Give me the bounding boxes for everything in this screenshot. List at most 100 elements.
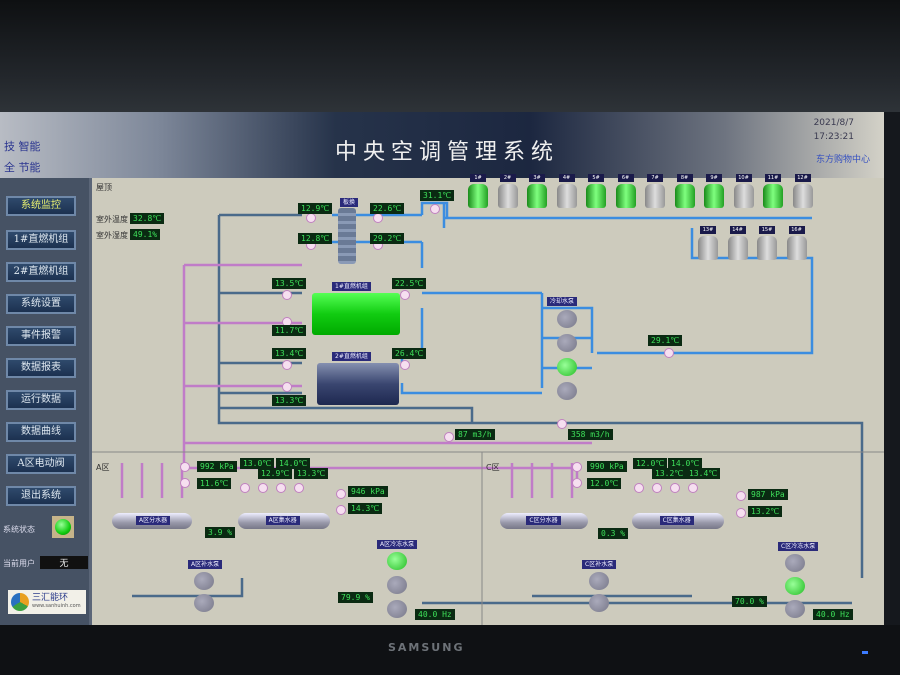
zone-c-chw-pump-2[interactable] (785, 577, 805, 595)
readout: 12.0℃ (633, 458, 668, 469)
sensor-icon (400, 290, 410, 300)
cooling-tower[interactable]: 1# (466, 174, 490, 208)
zone-a-chw-pump-1[interactable] (387, 552, 407, 570)
sensor-icon (282, 382, 292, 392)
sensor-icon (282, 360, 292, 370)
nav-chiller-2[interactable]: 2#直燃机组 (6, 262, 76, 282)
nav-chiller-1[interactable]: 1#直燃机组 (6, 230, 76, 250)
readout: 11.7℃ (272, 325, 307, 336)
zone-a-chw-pump-label: A区冷冻水泵 (377, 540, 418, 549)
cooling-tower[interactable]: 9# (702, 174, 726, 208)
nav-system-settings[interactable]: 系统设置 (6, 294, 76, 314)
readout: 990 kPa (587, 461, 627, 472)
chiller-1[interactable] (312, 293, 400, 335)
readout: 13.5℃ (272, 278, 307, 289)
readout: 13.4℃ (272, 348, 307, 359)
cooling-tower[interactable]: 6# (614, 174, 638, 208)
readout: 13.3℃ (272, 395, 307, 406)
nav-data-curve[interactable]: 数据曲线 (6, 422, 76, 442)
nav-system-monitor[interactable]: 系统监控 (6, 196, 76, 216)
zone-c-makeup-pump-1[interactable] (589, 572, 609, 590)
zone-a-makeup-pump-1[interactable] (194, 572, 214, 590)
tower-number: 16# (788, 226, 805, 234)
sensor-icon (373, 213, 383, 223)
readout: 12.8℃ (298, 233, 333, 244)
tower-number: 4# (558, 174, 575, 182)
zone-a-makeup-pump-2[interactable] (194, 594, 214, 612)
nav-event-alarm[interactable]: 事件报警 (6, 326, 76, 346)
readout: 987 kPa (748, 489, 788, 500)
tower-icon (704, 184, 724, 208)
zone-c-chw-pump-1[interactable] (785, 554, 805, 572)
room-background (0, 0, 900, 112)
readout: 12.9℃ (298, 203, 333, 214)
zone-a-chw-pump-2[interactable] (387, 576, 407, 594)
sensor-icon (180, 462, 190, 472)
pipe-network (92, 201, 884, 625)
nav-run-data[interactable]: 运行数据 (6, 390, 76, 410)
sensor-icon (336, 505, 346, 515)
sensor-icon (572, 478, 582, 488)
cooling-tower[interactable]: 3# (525, 174, 549, 208)
readout: 13.4℃ (686, 468, 721, 479)
chiller-2[interactable] (317, 363, 399, 405)
nav-exit-system[interactable]: 退出系统 (6, 486, 76, 506)
cooling-tower[interactable]: 7# (643, 174, 667, 208)
tower-number: 8# (676, 174, 693, 182)
sensor-icon (276, 483, 286, 493)
tower-icon (615, 184, 636, 208)
sensor-icon (400, 360, 410, 370)
date: 2021/8/7 (813, 118, 854, 128)
cooling-tower[interactable]: 8# (673, 174, 697, 208)
monitor-bezel (0, 625, 900, 675)
cooling-pump-1[interactable] (557, 310, 577, 328)
scada-screen: 技 智能 全 节能 中央空调管理系统 2021/8/7 17:23:21 东方购… (0, 112, 884, 625)
outdoor-temp-label: 室外温度 (96, 215, 128, 224)
zone-c-splitter-label: C区分水器 (526, 516, 561, 525)
tower-number: 1# (470, 174, 486, 182)
zone-c-makeup-pump-2[interactable] (589, 594, 609, 612)
cooling-tower[interactable]: 15# (755, 226, 779, 260)
pump-frequency: 40.0 Hz (813, 609, 853, 620)
sensor-icon (670, 483, 680, 493)
sensor-icon (306, 213, 316, 223)
sensor-icon (336, 489, 346, 499)
zone-c-collector-label: C区集水器 (659, 516, 694, 525)
cooling-tower[interactable]: 16# (785, 226, 809, 260)
cooling-pump-4[interactable] (557, 382, 577, 400)
valve-opening: 0.3 % (598, 528, 629, 539)
nav-data-report[interactable]: 数据报表 (6, 358, 76, 378)
cooling-pump-2[interactable] (557, 334, 577, 352)
zone-a-chw-pump-3[interactable] (387, 600, 407, 618)
readout: 31.1℃ (420, 190, 455, 201)
organization: 东方购物中心 (815, 155, 870, 165)
readout: 22.6℃ (370, 203, 405, 214)
valve-opening: 70.0 % (732, 596, 767, 607)
zone-a-collector-label: A区集水器 (265, 516, 300, 525)
tower-number: 3# (529, 174, 545, 182)
cooling-tower[interactable]: 11# (761, 174, 785, 208)
tower-number: 2# (499, 174, 516, 182)
sensor-icon (572, 462, 582, 472)
zone-c-label: C区 (486, 463, 500, 472)
valve-opening: 3.9 % (205, 527, 236, 538)
readout: 14.0℃ (276, 458, 311, 469)
chiller-2-label: 2#直燃机组 (332, 352, 371, 361)
cooling-tower[interactable]: 10# (732, 174, 756, 208)
cooling-tower[interactable]: 13# (696, 226, 720, 260)
zone-c-chw-pump-3[interactable] (785, 600, 805, 618)
outdoor-temp-value: 32.8℃ (130, 213, 165, 224)
cooling-tower[interactable]: 4# (555, 174, 579, 208)
cooling-tower[interactable]: 2# (496, 174, 520, 208)
cooling-pump-3[interactable] (557, 358, 577, 376)
nav-zone-a-valve[interactable]: A区电动阀 (6, 454, 76, 474)
readout: 14.0℃ (668, 458, 703, 469)
outdoor-humidity-value: 49.1% (130, 229, 161, 240)
current-user-value: 无 (40, 556, 88, 569)
flow-readout: 87 m3/h (455, 429, 495, 440)
cooling-tower[interactable]: 12# (791, 174, 815, 208)
cooling-tower[interactable]: 5# (584, 174, 608, 208)
cooling-tower[interactable]: 14# (726, 226, 750, 260)
sensor-icon (294, 483, 304, 493)
